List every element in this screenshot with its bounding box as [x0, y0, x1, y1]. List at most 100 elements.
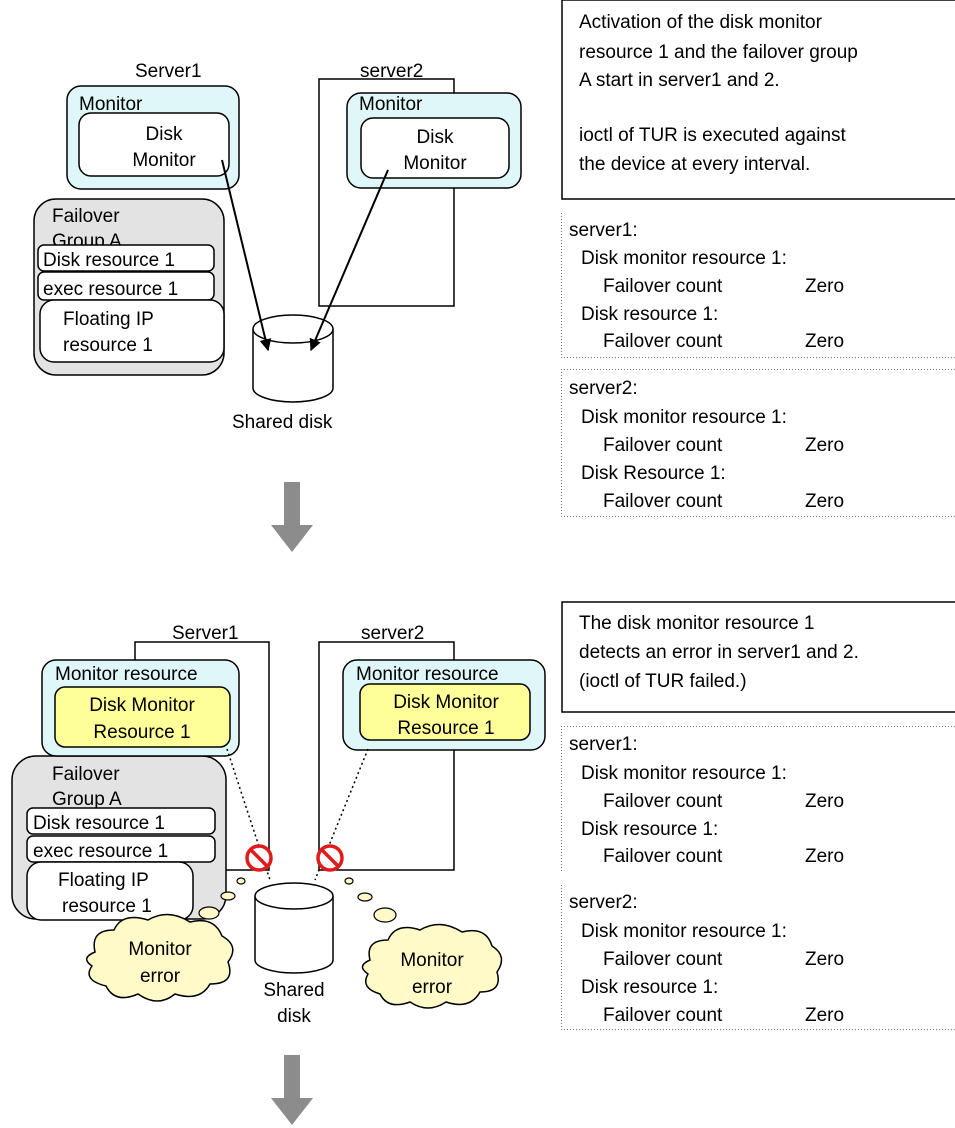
server2-label: server2: [360, 61, 423, 82]
bottom-server1-label: Server1: [172, 623, 239, 644]
bottom-server1-disk-monitor-line2: Resource 1: [93, 722, 190, 743]
bottom-server1-disk-monitor-line1: Disk Monitor: [89, 695, 195, 716]
top-server1-status-line2: Disk monitor resource 1:: [581, 248, 787, 269]
top-description-line1: Activation of the disk monitor: [579, 12, 823, 33]
top-server2-status-line1: server2:: [569, 378, 638, 399]
bottom-failover-title-line1: Failover: [52, 764, 120, 785]
bottom-server2-status-box: [561, 883, 955, 1031]
top-description-line6: the device at every interval.: [579, 154, 810, 175]
server1-monitor-arrow: [221, 159, 272, 352]
bottom-server2-status-line4: Disk resource 1:: [581, 977, 718, 998]
bottom-server2-outline: [318, 641, 455, 871]
server1-monitor-title: Monitor: [79, 94, 143, 115]
bottom-server1-monitor-title: Monitor resource: [55, 664, 198, 685]
floating-ip-line2: resource 1: [63, 335, 153, 356]
bottom-section: Server1 server2 Failover Group A Disk re…: [11, 601, 955, 1031]
server1-disk-monitor-line1: Disk: [146, 124, 183, 145]
server2-failed-check-line: [314, 748, 369, 881]
bottom-server1-disk-monitor: [54, 686, 231, 748]
server2-disk-monitor: [360, 117, 510, 179]
top-server2-status-line3b: Zero: [805, 435, 844, 456]
cloud-right-line1: Monitor: [400, 950, 464, 971]
bottom-floating-ip-line2: resource 1: [62, 896, 152, 917]
top-server1-status-line5b: Zero: [805, 331, 844, 352]
bottom-server2-status-line3a: Failover count: [603, 949, 723, 970]
disk-resource-1-label: Disk resource 1: [43, 250, 175, 271]
top-description-line5: ioctl of TUR is executed against: [579, 125, 847, 146]
prohibited-icon: [245, 844, 273, 872]
bottom-server2-status-line2: Disk monitor resource 1:: [581, 921, 787, 942]
server1-disk-monitor: [78, 112, 230, 177]
bottom-server2-monitor-title: Monitor resource: [356, 664, 499, 685]
top-server2-status-line4: Disk Resource 1:: [581, 463, 726, 484]
top-server1-status-line3b: Zero: [805, 276, 844, 297]
exec-resource-1-label: exec resource 1: [43, 279, 178, 300]
top-section: Server1 server2 Monitor Disk Monitor Mon…: [33, 0, 955, 518]
bottom-server2-status-line5b: Zero: [805, 1005, 844, 1026]
server2-outline: [318, 78, 455, 307]
bottom-server1-status-line3a: Failover count: [603, 791, 723, 812]
bottom-description-line2: detects an error in server1 and 2.: [579, 642, 859, 663]
cloud-icon: [361, 923, 503, 1009]
bottom-server1-status-line1: server1:: [569, 734, 638, 755]
cloud-left-line1: Monitor: [128, 939, 192, 960]
cylinder-disk-icon: [254, 882, 334, 974]
bottom-failover-title-line2: Group A: [52, 789, 122, 810]
bottom-server1-status-line3b: Zero: [805, 791, 844, 812]
top-server2-status-line3a: Failover count: [603, 435, 723, 456]
top-description-box: [561, 0, 955, 200]
top-description-line2: resource 1 and the failover group: [579, 42, 858, 63]
top-server2-status-line5b: Zero: [805, 491, 844, 512]
bottom-server2-disk-monitor-line2: Resource 1: [397, 718, 494, 739]
bottom-disk-resource-1: [26, 807, 216, 835]
top-server1-status-line5a: Failover count: [603, 331, 723, 352]
bottom-server2-status-line3b: Zero: [805, 949, 844, 970]
top-server1-status-line4: Disk resource 1:: [581, 304, 718, 325]
top-server1-status-line3a: Failover count: [603, 276, 723, 297]
server2-monitor-title: Monitor: [359, 94, 423, 115]
bottom-shared-disk-line1: Shared: [263, 980, 324, 1001]
bottom-server2-disk-monitor-line1: Disk Monitor: [393, 692, 499, 713]
bottom-server1-status-line2: Disk monitor resource 1:: [581, 763, 787, 784]
top-server2-status-line5a: Failover count: [603, 491, 723, 512]
thought-bubbles-left: [198, 877, 246, 920]
bottom-exec-resource-label: exec resource 1: [33, 841, 168, 862]
bottom-floating-ip-line1: Floating IP: [58, 870, 149, 891]
shared-disk-label: Shared disk: [232, 412, 333, 433]
server1-disk-monitor-line2: Monitor: [132, 150, 196, 171]
bottom-description-box: [561, 601, 955, 713]
disk-resource-1: [37, 244, 215, 272]
server2-disk-monitor-line1: Disk: [417, 127, 454, 148]
cloud-left-line2: error: [140, 966, 181, 987]
down-arrow-icon: [271, 482, 313, 552]
bottom-floating-ip-resource-1: [26, 861, 194, 921]
floating-ip-resource-1: [39, 299, 225, 363]
bottom-server1-status-line4: Disk resource 1:: [581, 819, 718, 840]
bottom-server1-status-line5b: Zero: [805, 846, 844, 867]
down-arrow-icon: [271, 1055, 313, 1125]
bottom-server2-status-line1: server2:: [569, 892, 638, 913]
bottom-description-line3: (ioctl of TUR failed.): [579, 671, 747, 692]
cloud-icon: [86, 913, 234, 1002]
bottom-server1-status-line5a: Failover count: [603, 846, 723, 867]
bottom-server1-status-box: [561, 725, 955, 873]
bottom-server2-disk-monitor: [359, 683, 531, 741]
server2-disk-monitor-line2: Monitor: [403, 153, 467, 174]
top-server1-status-box: [561, 211, 955, 358]
bottom-shared-disk-line2: disk: [277, 1006, 311, 1027]
bottom-description-line1: The disk monitor resource 1: [579, 613, 815, 634]
top-server2-status-box: [561, 369, 955, 518]
server1-label: Server1: [135, 61, 202, 82]
floating-ip-line1: Floating IP: [63, 309, 154, 330]
bottom-server2-label: server2: [361, 623, 424, 644]
bottom-server2-status-line5a: Failover count: [603, 1005, 723, 1026]
server2-monitor-arrow: [309, 169, 389, 352]
top-server2-status-line2: Disk monitor resource 1:: [581, 407, 787, 428]
bottom-disk-resource-label: Disk resource 1: [33, 813, 165, 834]
top-server1-status-line1: server1:: [569, 220, 638, 241]
thought-bubbles-right: [344, 877, 397, 923]
failover-group-title-line1: Failover: [52, 206, 120, 227]
prohibited-icon: [316, 844, 344, 872]
top-description-line3: A start in server1 and 2.: [579, 70, 780, 91]
